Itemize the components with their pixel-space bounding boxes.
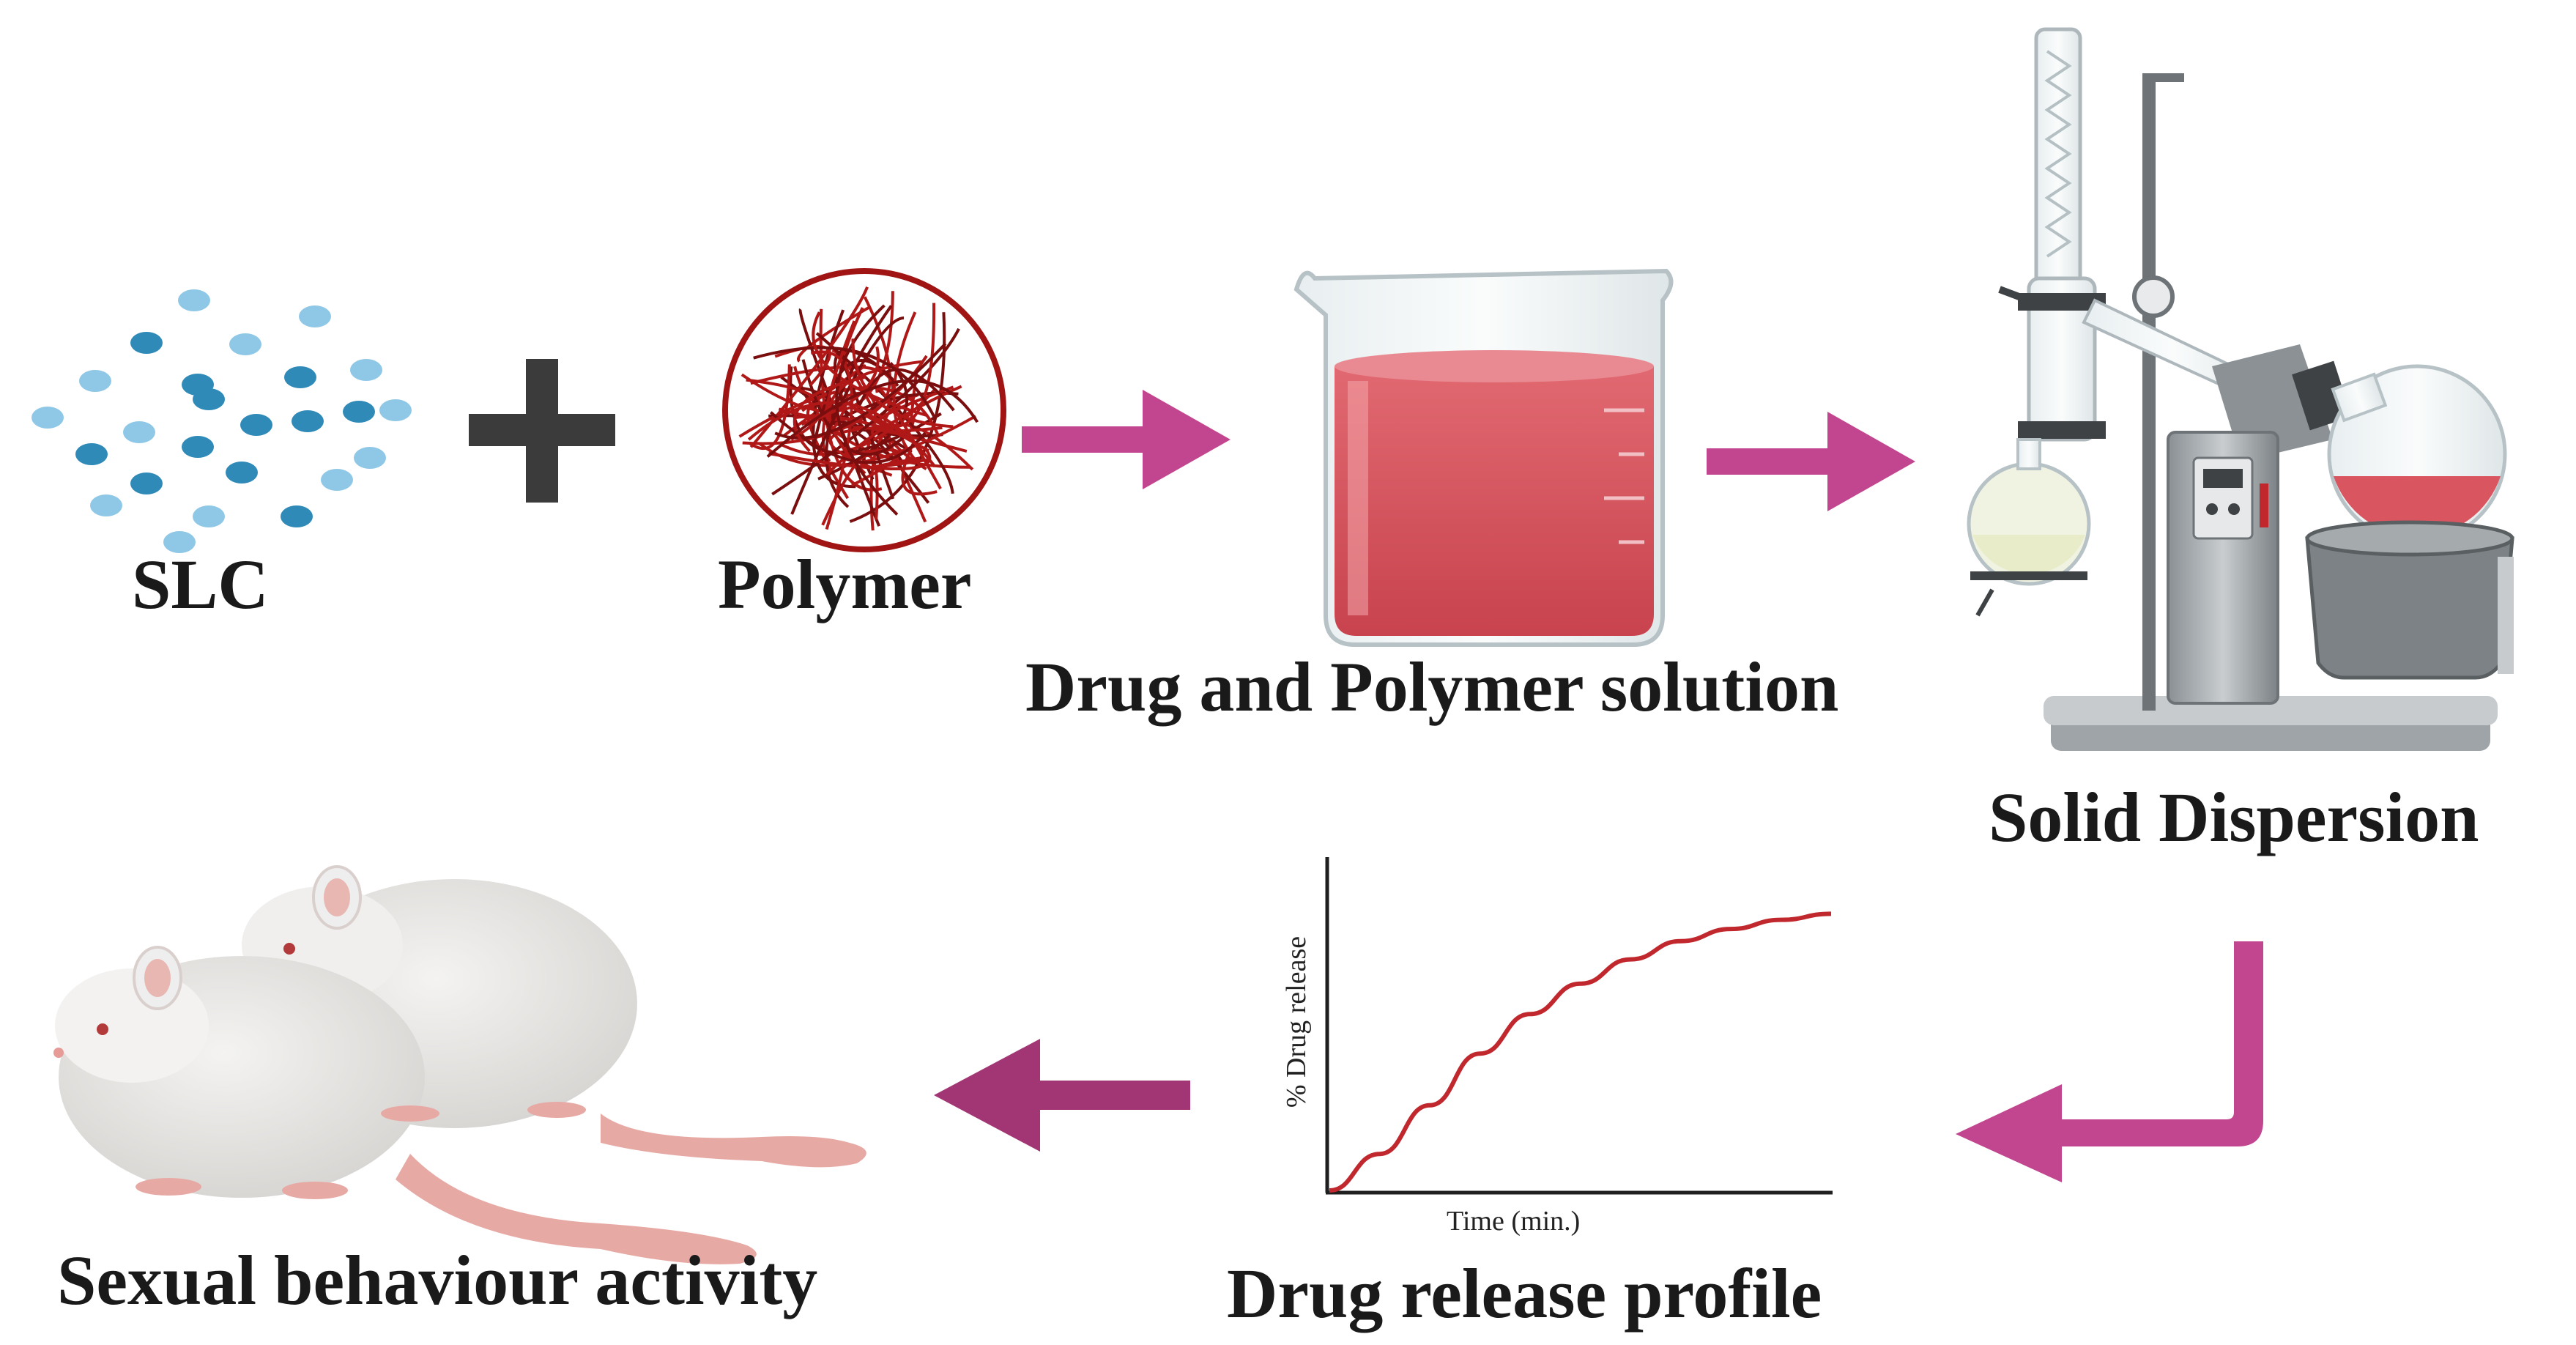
- slc-dot: [299, 305, 331, 327]
- polymer-strand: [768, 446, 932, 471]
- slc-dot: [354, 447, 386, 469]
- label-drug-release-profile: Drug release profile: [1227, 1254, 1822, 1333]
- polymer-strand: [746, 378, 823, 441]
- drug-release-chart: [1325, 857, 1833, 1195]
- polymer-strand: [874, 456, 931, 469]
- slc-dot: [90, 494, 122, 516]
- slc-dot: [123, 421, 155, 443]
- slc-dot: [284, 366, 316, 388]
- slc-dot: [292, 410, 324, 432]
- slc-dot: [229, 333, 261, 355]
- polymer-strand: [793, 375, 866, 453]
- polymer-strand: [810, 350, 853, 530]
- polymer-strand: [790, 316, 905, 515]
- slc-dot: [281, 505, 313, 527]
- arrow-right-icon: [1022, 390, 1231, 489]
- plus-icon: [469, 359, 615, 503]
- slc-dot: [178, 289, 210, 311]
- slc-dot: [193, 505, 225, 527]
- slc-dot: [182, 436, 214, 458]
- slc-dot: [321, 469, 353, 491]
- slc-dot: [226, 462, 258, 483]
- slc-dot: [75, 443, 108, 465]
- polymer-strand: [793, 386, 930, 504]
- slc-dot: [130, 473, 163, 494]
- polymer-strand: [834, 349, 877, 481]
- polymer-strand: [766, 379, 979, 458]
- polymer-strand: [852, 426, 968, 453]
- polymer-strand: [753, 346, 937, 420]
- polymer-ball-icon: [722, 268, 1006, 552]
- polymer-strand: [797, 305, 871, 363]
- polymer-strand: [901, 440, 938, 496]
- polymer-strand: [842, 448, 901, 487]
- release-curve: [1329, 911, 1832, 1193]
- label-slc: SLC: [132, 545, 269, 623]
- arrow-right-icon: [1707, 412, 1915, 511]
- label-polymer: Polymer: [718, 545, 972, 623]
- slc-dot: [163, 531, 196, 553]
- slc-dot: [240, 414, 272, 436]
- polymer-strand: [812, 311, 928, 418]
- rotary-evaporator-icon: [1967, 27, 2514, 751]
- chart-x-axis-label: Time (min.): [1447, 1206, 1581, 1237]
- label-sexual-behaviour-activity: Sexual behaviour activity: [57, 1241, 818, 1319]
- slc-dot: [31, 407, 64, 429]
- beaker-icon: [1293, 268, 1674, 647]
- polymer-strand: [849, 312, 946, 523]
- arrow-down-left-icon: [1956, 941, 2263, 1182]
- rats-icon: [53, 865, 866, 1264]
- slc-dot: [379, 399, 412, 421]
- polymer-strand: [851, 338, 954, 429]
- polymer-strand: [798, 308, 881, 527]
- arrow-left-icon: [934, 1039, 1190, 1152]
- polymer-strand: [853, 407, 929, 453]
- slc-dot: [130, 332, 163, 354]
- polymer-strand: [892, 311, 923, 468]
- polymer-strand: [747, 401, 936, 468]
- slc-dot: [79, 370, 111, 392]
- slc-particles-icon: [31, 289, 412, 553]
- slc-dot: [193, 388, 225, 410]
- chart-y-axis-label: % Drug release: [1281, 935, 1312, 1108]
- slc-dot: [350, 359, 382, 381]
- label-solid-dispersion: Solid Dispersion: [1989, 778, 2479, 856]
- label-drug-polymer-solution: Drug and Polymer solution: [1025, 648, 1839, 726]
- slc-dot: [343, 401, 375, 423]
